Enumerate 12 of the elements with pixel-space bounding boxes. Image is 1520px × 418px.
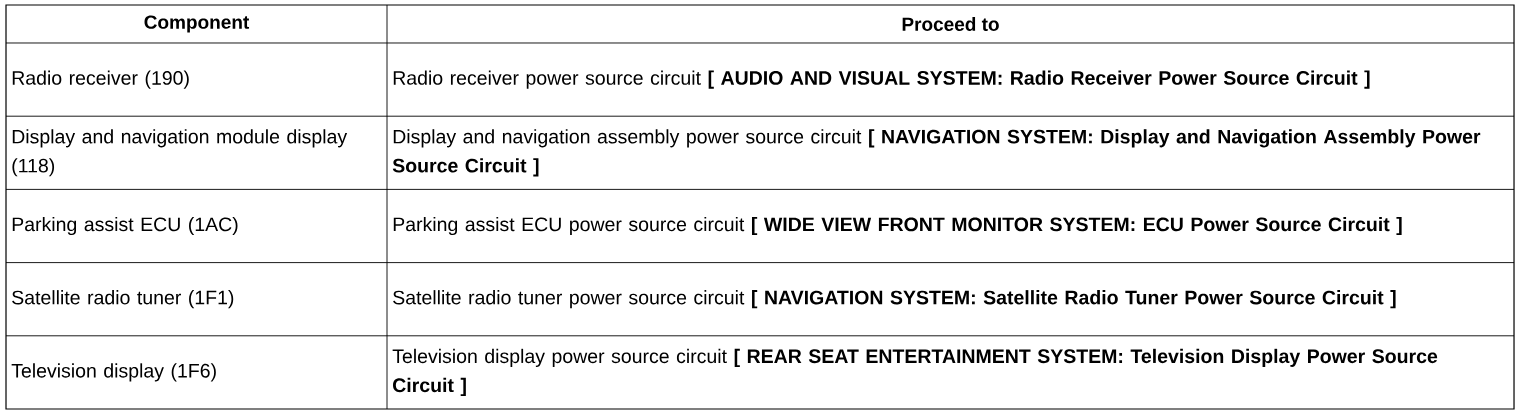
table-cell: Television display (1F6) (11, 363, 216, 382)
table-cell: Radio receiver (190) (12, 70, 189, 89)
table-cell: Display and navigation module display (118) (12, 129, 348, 177)
header-cell: Component (144, 15, 250, 33)
table-cell: Radio receiver power source circuit [ AUDIO AND VISUAL SYSTEM: Radio Receiver Power Source Circuit ] (393, 70, 1370, 89)
table-cell: Display and navigation assembly power source circuit [ NAVIGATION SYSTEM: Display and Navigation Assembly Power Source Circuit ] (392, 129, 1481, 177)
table-cell: Satellite radio tuner power source circuit [ NAVIGATION SYSTEM: Satellite Radio Tuner Power Source Circuit ] (393, 290, 1396, 309)
table-cell: Parking assist ECU (1AC) (12, 216, 238, 236)
table-cell: Television display power source circuit [ REAR SEAT ENTERTAINMENT SYSTEM: Television Display Power Source Circuit ] (392, 348, 1438, 396)
table-cell: Parking assist ECU power source circuit [ WIDE VIEW FRONT MONITOR SYSTEM: ECU Power Source Circuit ] (393, 216, 1402, 236)
table-cell: Satellite radio tuner (1F1) (12, 290, 234, 309)
header-cell: Proceed to (902, 17, 999, 31)
